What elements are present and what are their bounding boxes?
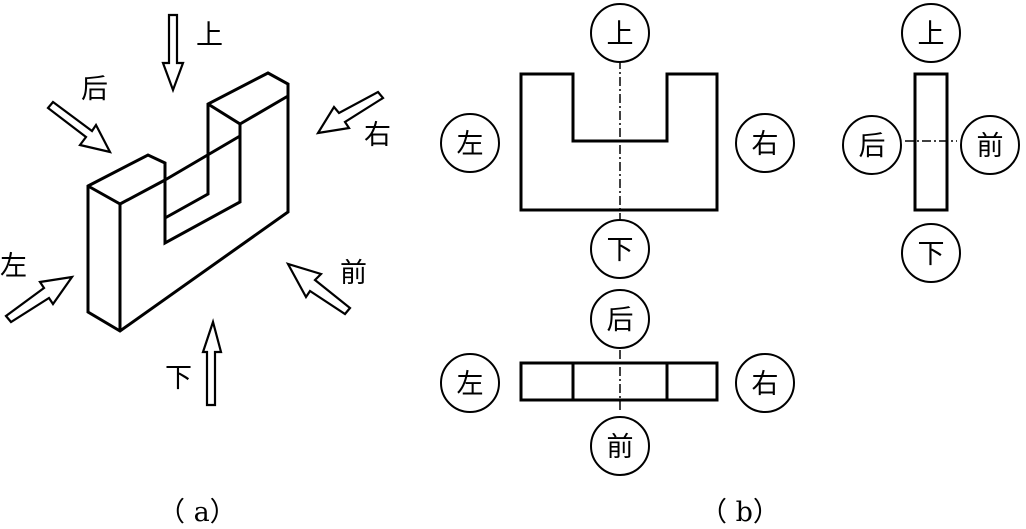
- circle-side-right: 前: [960, 115, 1020, 175]
- label-front-top: 上: [607, 19, 634, 50]
- label-front-bottom: 下: [607, 235, 634, 266]
- circle-top-bottom: 前: [590, 416, 650, 476]
- circle-top-left: 左: [440, 353, 500, 413]
- circle-front-right: 右: [735, 113, 795, 173]
- circle-side-left: 后: [842, 115, 902, 175]
- arrow-right: [315, 90, 385, 135]
- label-top-left: 左: [457, 369, 484, 400]
- arrow-front: [285, 262, 352, 316]
- top-view: [519, 350, 719, 412]
- label-side-bottom: 下: [918, 239, 945, 270]
- label-front-right: 右: [752, 129, 779, 160]
- circle-side-bottom: 下: [901, 223, 961, 283]
- side-view: [905, 72, 957, 212]
- label-side-right: 前: [977, 131, 1004, 162]
- isometric-u-block: [86, 71, 290, 333]
- label-a-left: 左: [0, 251, 27, 282]
- arrow-left: [4, 275, 75, 324]
- label-a-bottom: 下: [165, 363, 192, 394]
- circle-front-top: 上: [590, 3, 650, 63]
- label-side-left: 后: [859, 131, 886, 162]
- caption-b: （ b）: [700, 497, 780, 528]
- circle-top-right: 右: [735, 353, 795, 413]
- label-a-front: 前: [340, 258, 367, 289]
- circle-front-left: 左: [440, 113, 500, 173]
- label-a-right: 右: [364, 120, 391, 151]
- label-top-right: 右: [752, 369, 779, 400]
- circle-side-top: 上: [901, 3, 961, 63]
- label-front-left: 左: [457, 129, 484, 160]
- circle-front-bottom: 下: [590, 219, 650, 279]
- label-top-bottom: 前: [607, 432, 634, 463]
- caption-a: （ a）: [158, 497, 237, 528]
- label-a-top: 上: [196, 20, 223, 51]
- arrow-top: [161, 13, 185, 94]
- arrow-back: [46, 100, 113, 154]
- front-view: [519, 60, 719, 225]
- circle-top-top: 后: [590, 289, 650, 349]
- label-side-top: 上: [918, 19, 945, 50]
- label-top-top: 后: [607, 305, 634, 336]
- label-a-back: 后: [81, 74, 108, 105]
- arrow-bottom: [201, 318, 223, 407]
